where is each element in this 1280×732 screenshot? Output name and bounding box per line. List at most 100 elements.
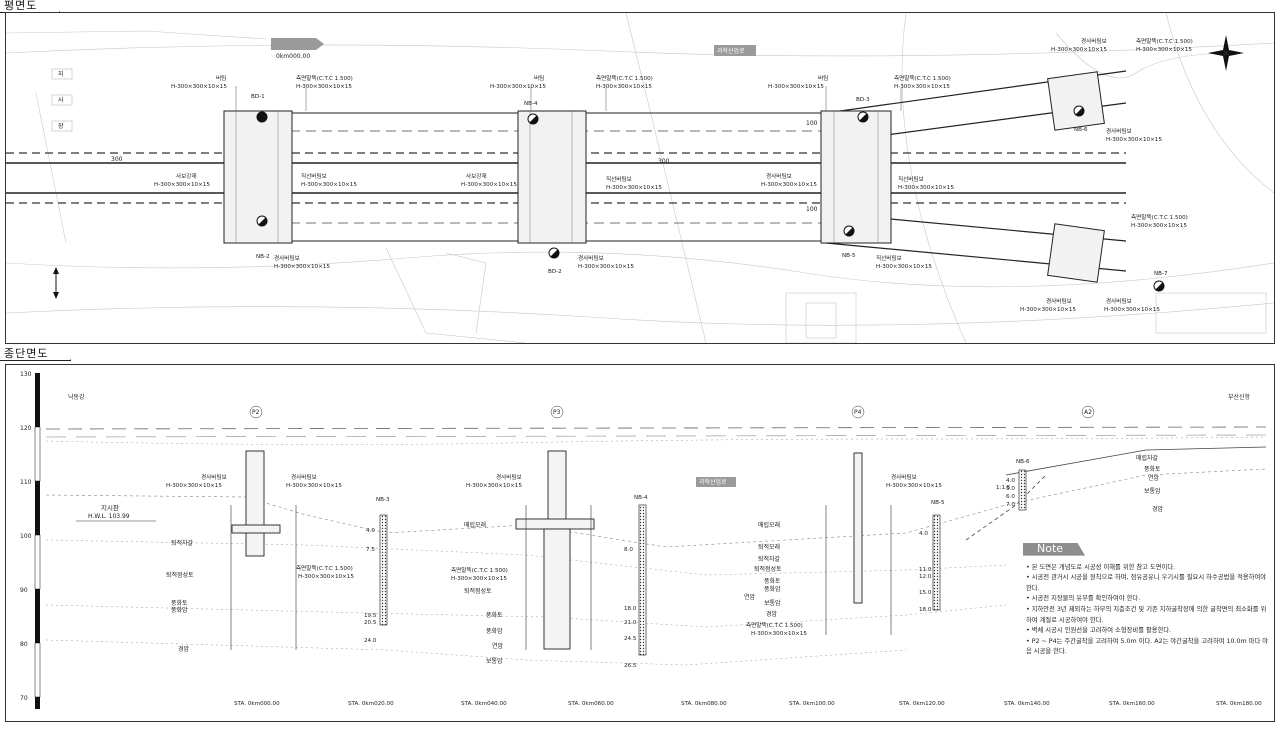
left-site: 낙동강 (68, 393, 85, 401)
wl-value: H.W.L. 103.99 (88, 513, 130, 520)
bh-nb5-d0: 4.0 (919, 531, 928, 537)
bh-nb3: NB-3 (376, 497, 390, 503)
left-label-box-2 (51, 94, 73, 106)
sl-m4: 연암 (492, 642, 504, 650)
left-label-2: 사 (58, 96, 64, 104)
profile-tab[interactable]: 종단면도 (0, 348, 72, 361)
brace-7-spec: H-300×300×10×15 (274, 264, 330, 270)
bh-nb4-d1: 18.0 (624, 606, 637, 612)
elev-90: 90 (20, 587, 28, 594)
brace-8-title: 경사버팀보 (578, 254, 604, 262)
sl-m0: 매립모래 (464, 521, 486, 529)
shaft-hatching (235, 111, 879, 243)
pb-2-title: 경사버팀보 (291, 473, 317, 481)
pier-structures (231, 450, 863, 650)
pp-3-spec: H-300×300×10×15 (751, 631, 807, 637)
note-item: 본 도면은 개념도로 시공성 이해를 위한 참고 도면이다. (1026, 563, 1270, 574)
pb-3-spec: H-300×300×10×15 (466, 483, 522, 489)
sta-7: STA. 0km140.00 (1004, 701, 1050, 707)
strata-labels: 퇴적자갈 퇴적점성토 풍화토 풍화암 경암 매립모래 퇴적점성토 풍화토 풍화암… (166, 454, 1164, 665)
sta-9: STA. 0km180.00 (1216, 701, 1262, 707)
mid-strut-2-spec: H-300×300×10×15 (461, 182, 517, 188)
wl-title: 지시판 (101, 503, 119, 512)
sta-0: STA. 0km000.00 (234, 701, 280, 707)
note-list: 본 도면은 개념도로 시공성 이해를 위한 참고 도면이다. 시공전 관거시 시… (1026, 563, 1270, 658)
note-item: 지하안전 3년 제외하는 하부의 지층조건 및 기존 지하굴착장에 의한 굴착면… (1026, 605, 1270, 626)
sl-m1: 퇴적점성토 (464, 587, 492, 595)
bh-nb5: NB-5 (931, 500, 945, 506)
sl-r3: 퇴적점성토 (754, 565, 782, 573)
brace-6-title: 직선버팀보 (898, 175, 924, 183)
wale-4-title: 측면말뚝(C.T.C 1.500) (1136, 37, 1193, 45)
bh-nb6-d0: 4.0 (1006, 478, 1015, 484)
sl-l3: 풍화암 (171, 606, 188, 614)
right-site: 부산신항 (1228, 393, 1251, 401)
wale-3-spec: H-300×300×10×15 (894, 84, 950, 90)
bh-nb3-d2: 19.5 (364, 613, 377, 619)
hole-nb5: NB-5 (842, 253, 856, 259)
left-label-box-3 (51, 120, 73, 132)
brace-1-title: 경사버팀보 (1081, 37, 1107, 45)
strut-1-title: 버팀 (216, 74, 226, 82)
sl-l4: 경암 (178, 645, 190, 653)
hole-bd2: BD-2 (548, 269, 562, 275)
shaft-blocks (223, 71, 1105, 283)
hole-bd1: BD-1 (251, 94, 265, 100)
bh-nb4-d3: 24.5 (624, 636, 637, 642)
bh-nb4-d4: 26.5 (624, 663, 637, 669)
level-left-cl: 300 (111, 156, 123, 163)
hole-nb6: NB-6 (1074, 127, 1088, 133)
sl-m5: 보통암 (486, 657, 503, 665)
brace-9-spec: H-300×300×10×15 (876, 264, 932, 270)
note-item: 벽체 시공시 인원선을 고려하여 소형장비를 활용한다. (1026, 626, 1270, 637)
brace-5-spec: H-300×300×10×15 (761, 182, 817, 188)
profile-site: 과학산업로 (699, 478, 727, 486)
piling-lines (230, 505, 892, 650)
wale-2-spec: H-300×300×10×15 (596, 84, 652, 90)
strut-1-spec: H-300×300×10×15 (171, 84, 227, 90)
sl-l0: 퇴적자갈 (171, 539, 194, 547)
bh-nb3-d1: 7.5 (366, 547, 375, 553)
sl-r0: 매립모래 (758, 521, 780, 529)
station-flag-shape (271, 38, 324, 50)
level-top: 100 (806, 120, 818, 127)
leader-lines (235, 86, 902, 111)
profile-drawing: 130 120 110 100 90 80 70 P2 P3 (20, 371, 1267, 709)
bh-nb5-d2: 12.0 (919, 574, 932, 580)
pb-1-spec: H-300×300×10×15 (166, 483, 222, 489)
bh-nb6-d1: 5.0 (1006, 486, 1015, 492)
bh-nb5-d3: 15.0 (919, 590, 932, 596)
strut-3-spec: H-300×300×10×15 (768, 84, 824, 90)
mid-strut-1-spec: H-300×300×10×15 (154, 182, 210, 188)
pier-p4-circle (851, 405, 865, 419)
level-bottom: 100 (806, 206, 818, 213)
wale-4-spec: H-300×300×10×15 (1136, 47, 1192, 53)
pier-p3-circle (550, 405, 564, 419)
bh-nb3-d0: 4.0 (366, 528, 375, 534)
brace-1-spec: H-300×300×10×15 (1051, 47, 1107, 53)
wale-2-title: 측면말뚝(C.T.C 1.500) (596, 74, 653, 82)
wale-5-spec: H-300×300×10×15 (1131, 223, 1187, 229)
brace-4-title: 직선버팀보 (606, 175, 632, 183)
station-start: 0km000.00 (276, 53, 310, 60)
pier-p3: P3 (553, 409, 561, 416)
bh-nb4-d0: 8.0 (624, 547, 633, 553)
sl-m3: 풍화암 (486, 627, 503, 635)
north-arrow-icon (1208, 35, 1244, 71)
left-label-3: 장 (58, 122, 64, 130)
note-box: Note 본 도면은 개념도로 시공성 이해를 위한 참고 도면이다. 시공전 … (1020, 543, 1270, 683)
brace-3-title: 직선버팀보 (301, 172, 327, 180)
brace-2-spec: H-300×300×10×15 (1106, 137, 1162, 143)
level-center-cl: 300 (658, 158, 670, 165)
brace-3-spec: H-300×300×10×15 (301, 182, 357, 188)
note-item: 시공전 관거시 시공을 원칙으로 하며, 점유공유니 우기시를 필요시 하수공법… (1026, 573, 1270, 594)
sl-f1: 풍화토 (1144, 466, 1161, 473)
strut-2-spec: H-300×300×10×15 (490, 84, 546, 90)
sl-l1: 퇴적점성토 (166, 571, 194, 579)
sl-r2: 퇴적자갈 (758, 555, 781, 563)
sta-3: STA. 0km060.00 (568, 701, 614, 707)
brace-9-title: 직선버팀보 (876, 254, 902, 262)
brace-7-title: 경사버팀보 (274, 254, 300, 262)
strut-2-title: 버팀 (534, 74, 544, 82)
brace-11-spec: H-300×300×10×15 (1104, 307, 1160, 313)
